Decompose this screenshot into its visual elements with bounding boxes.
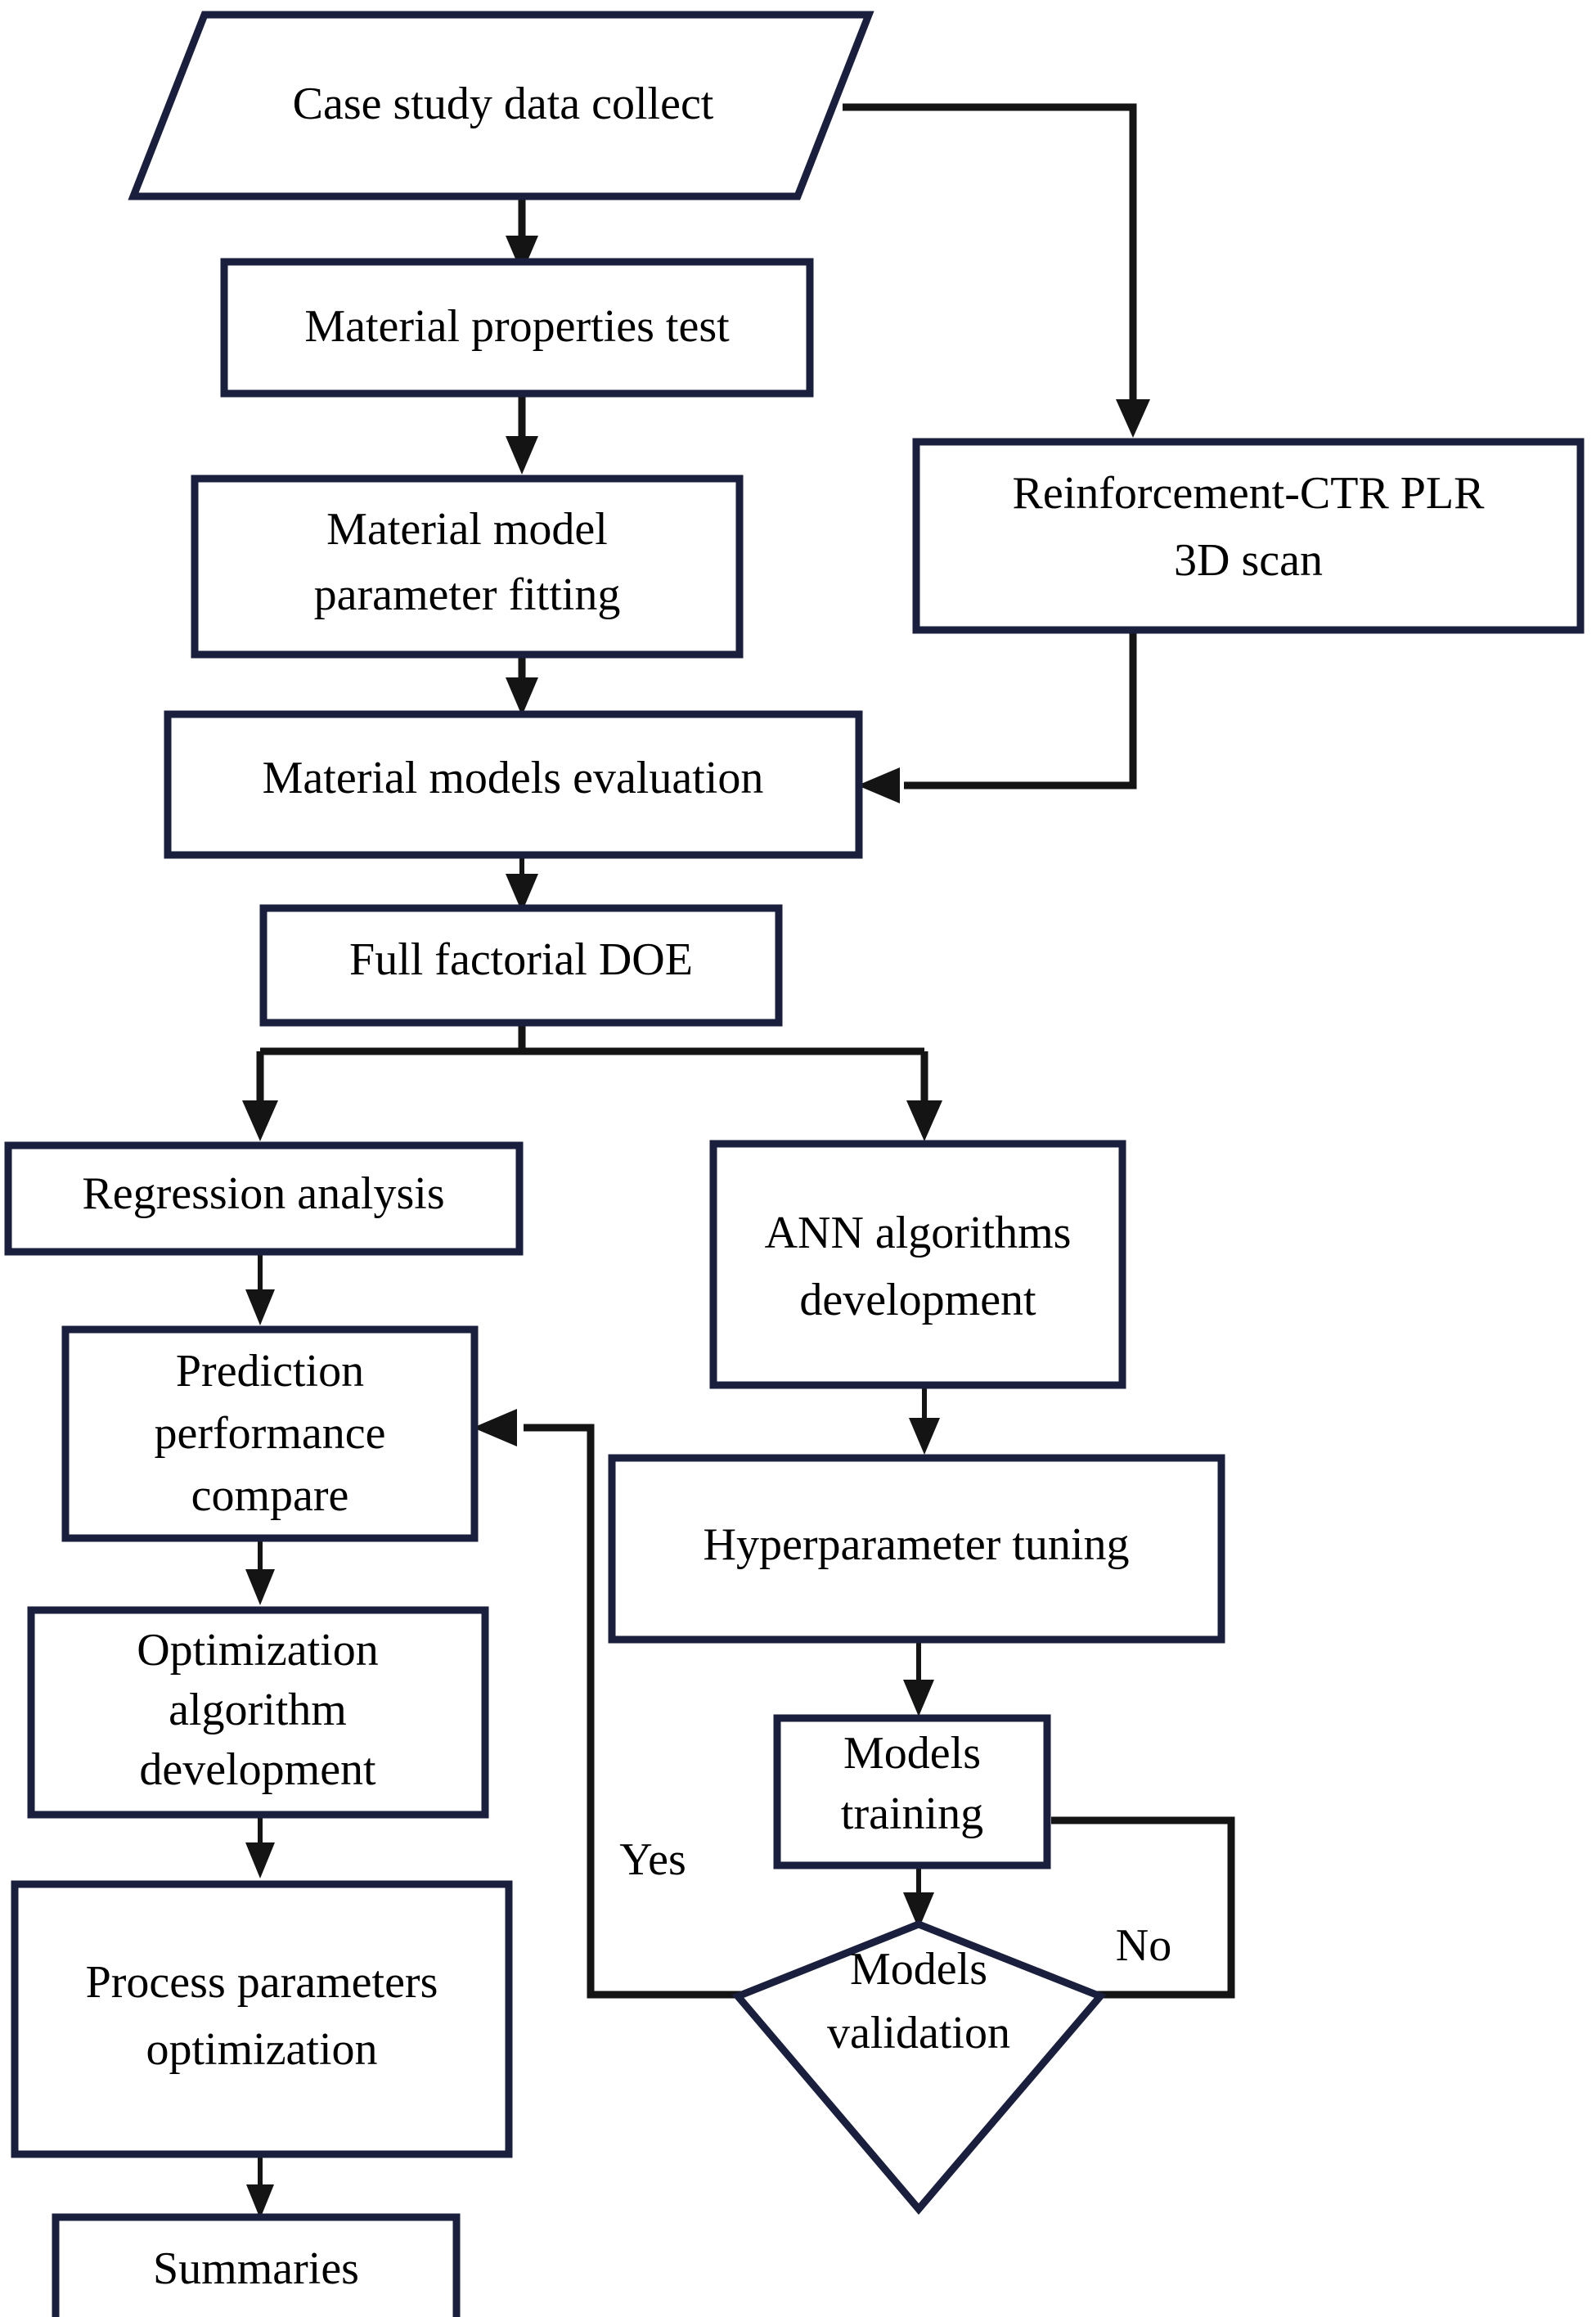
node-label-models-validation-line2: validation <box>827 2008 1010 2058</box>
node-label-reinforcement-ctr-plr-line1: Reinforcement-CTR PLR <box>1012 468 1485 519</box>
node-optimization-algorithm-development[interactable]: Optimization algorithm development <box>27 1606 489 1819</box>
node-ann-algorithms-development[interactable]: ANN algorithms development <box>709 1140 1126 1389</box>
edge-models-training-to-validation <box>903 1864 934 1929</box>
node-label-ann-algorithms-line2: development <box>799 1275 1036 1325</box>
edge-prediction-to-optimization <box>245 1534 275 1605</box>
edge-validation-yes-to-prediction <box>473 1409 743 1999</box>
node-label-prediction-performance-line1: Prediction <box>176 1346 364 1397</box>
node-label-reinforcement-ctr-plr-line2: 3D scan <box>1174 535 1323 586</box>
node-label-hyperparameter-tuning: Hyperparameter tuning <box>704 1519 1130 1570</box>
edge-material-properties-to-model-fitting <box>506 394 538 475</box>
node-label-models-training-line1: Models <box>843 1728 981 1779</box>
connector-layer <box>242 103 1235 2219</box>
node-label-material-properties-test: Material properties test <box>304 301 730 352</box>
node-label-optimization-line2: algorithm <box>169 1685 347 1735</box>
node-full-factorial-doe[interactable]: Full factorial DOE <box>259 904 783 1027</box>
node-label-prediction-performance-line2: performance <box>155 1408 386 1459</box>
edge-doe-to-regression <box>242 1051 278 1141</box>
node-label-prediction-performance-line3: compare <box>191 1470 349 1521</box>
edge-optimization-to-process-params <box>245 1812 275 1878</box>
node-models-validation[interactable]: Models validation <box>731 1920 1107 2215</box>
node-label-process-parameters-line2: optimization <box>146 2024 377 2075</box>
node-label-process-parameters-line1: Process parameters <box>86 1957 438 2008</box>
node-label-material-model-parameter-fitting-line1: Material model <box>326 504 608 555</box>
node-material-properties-test[interactable]: Material properties test <box>220 258 814 398</box>
node-label-optimization-line3: development <box>139 1744 376 1795</box>
node-label-summaries: Summaries <box>153 2243 359 2294</box>
edge-label-no: No <box>1116 1920 1171 1971</box>
node-material-models-evaluation[interactable]: Material models evaluation <box>164 710 863 859</box>
node-label-case-study-data-collect: Case study data collect <box>293 79 714 129</box>
node-prediction-performance-compare[interactable]: Prediction performance compare <box>61 1325 479 1542</box>
edge-label-yes: Yes <box>619 1834 686 1885</box>
node-label-regression-analysis: Regression analysis <box>82 1168 444 1219</box>
node-models-training[interactable]: Models training <box>773 1714 1051 1869</box>
edge-models-evaluation-to-doe <box>506 854 538 912</box>
node-label-material-model-parameter-fitting-line2: parameter fitting <box>314 569 621 620</box>
edge-hyperparameter-to-models-training <box>903 1639 934 1716</box>
node-summaries[interactable]: Summaries <box>52 2213 461 2317</box>
node-reinforcement-ctr-plr-3d-scan[interactable]: Reinforcement-CTR PLR 3D scan <box>912 438 1585 634</box>
edge-ann-to-hyperparameter <box>909 1383 940 1455</box>
node-label-ann-algorithms-line1: ANN algorithms <box>765 1208 1072 1258</box>
edge-process-params-to-summaries <box>246 2152 274 2219</box>
edge-case-study-to-reinforcement <box>843 103 1150 438</box>
edge-doe-to-ann <box>906 1051 942 1141</box>
node-case-study-data-collect[interactable]: Case study data collect <box>128 11 874 200</box>
node-hyperparameter-tuning[interactable]: Hyperparameter tuning <box>608 1454 1225 1644</box>
node-label-full-factorial-doe: Full factorial DOE <box>349 934 693 985</box>
node-label-models-validation-line1: Models <box>850 1944 987 1995</box>
edge-reinforcement-to-models-evaluation <box>857 630 1137 803</box>
edge-regression-to-prediction <box>245 1250 275 1325</box>
node-regression-analysis[interactable]: Regression analysis <box>4 1141 524 1256</box>
node-material-model-parameter-fitting[interactable]: Material model parameter fitting <box>191 475 744 659</box>
edge-model-fitting-to-models-evaluation <box>506 655 538 716</box>
node-process-parameters-optimization[interactable]: Process parameters optimization <box>11 1880 513 2158</box>
node-label-models-training-line2: training <box>841 1788 983 1839</box>
node-label-material-models-evaluation: Material models evaluation <box>263 753 764 803</box>
edge-case-study-to-material-properties <box>506 196 538 274</box>
node-label-optimization-line1: Optimization <box>137 1625 379 1676</box>
